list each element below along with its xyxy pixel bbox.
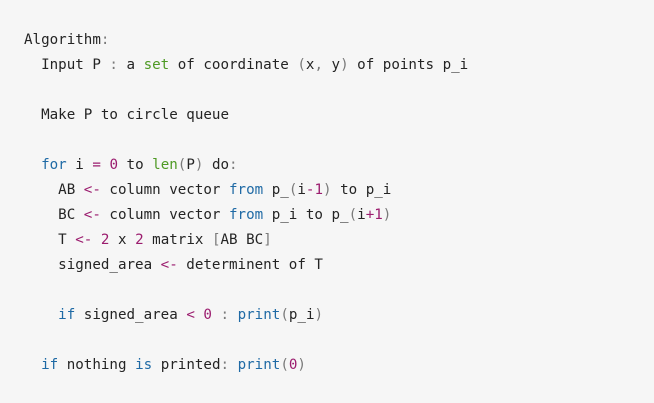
code-line: for i = 0 to len(P) do:: [24, 153, 654, 178]
code-token: p_i to p_: [263, 207, 349, 223]
code-token: <-: [160, 257, 178, 273]
code-token: print: [237, 307, 281, 323]
code-token: of points p_i: [348, 57, 469, 73]
code-token: (: [280, 307, 289, 323]
code-token: (: [288, 182, 298, 198]
code-token: 2: [135, 232, 144, 248]
code-token: BC: [24, 207, 84, 223]
code-token: Make P to circle queue: [24, 107, 229, 123]
code-token: to: [117, 157, 153, 173]
code-token: +: [365, 207, 375, 223]
code-token: ): [194, 157, 204, 173]
code-line: ​: [24, 78, 654, 103]
code-line: AB <- column vector from p_(i-1) to p_i: [24, 178, 654, 203]
code-token: 1: [314, 182, 323, 198]
code-line: BC <- column vector from p_i to p_(i+1): [24, 203, 654, 228]
code-token: [24, 357, 41, 373]
code-token: :: [229, 157, 238, 173]
code-token: ): [297, 357, 306, 373]
code-token: from: [229, 182, 264, 198]
code-token: of coordinate: [169, 57, 298, 73]
code-token: :: [100, 32, 110, 48]
code-line: Input P : a set of coordinate (x, y) of …: [24, 53, 654, 78]
code-line: if nothing is printed: print(0): [24, 353, 654, 378]
code-token: [92, 232, 101, 248]
code-token: p_: [263, 182, 289, 198]
code-token: i: [66, 157, 93, 173]
code-token: (: [297, 57, 306, 73]
code-token: <-: [83, 207, 101, 223]
code-token: len: [152, 157, 178, 173]
code-token: -: [305, 182, 315, 198]
code-token: AB: [24, 182, 84, 198]
code-token: [24, 307, 58, 323]
code-token: ]: [263, 232, 272, 248]
code-token: column vector: [100, 207, 230, 223]
code-line: ​: [24, 278, 654, 303]
code-token: (: [348, 207, 358, 223]
code-token: column vector: [100, 182, 230, 198]
code-token: i: [357, 207, 366, 223]
code-line: ​: [24, 128, 654, 153]
code-token: <-: [83, 182, 101, 198]
code-token: p_i: [288, 307, 315, 323]
code-token: x: [109, 232, 136, 248]
code-token: x: [305, 57, 315, 73]
code-token: =: [92, 157, 101, 173]
code-token: nothing: [58, 357, 136, 373]
code-line: T <- 2 x 2 matrix [AB BC]: [24, 228, 654, 253]
code-token: T: [24, 232, 76, 248]
code-line: Algorithm:: [24, 28, 654, 53]
code-token: AB BC: [220, 232, 264, 248]
code-token: if: [41, 357, 59, 373]
code-token: if: [58, 307, 76, 323]
code-token: [229, 307, 238, 323]
code-token: [24, 157, 41, 173]
code-token: [: [211, 232, 221, 248]
code-token: <: [186, 307, 195, 323]
code-token: ,: [314, 57, 323, 73]
code-line: Make P to circle queue: [24, 103, 654, 128]
code-token: a: [117, 57, 144, 73]
code-token: 2: [100, 232, 110, 248]
code-token: 0: [203, 307, 212, 323]
code-token: 0: [109, 157, 118, 173]
code-token: y: [322, 57, 341, 73]
code-token: (: [280, 357, 289, 373]
code-token: printed: [152, 357, 221, 373]
code-token: is: [135, 357, 153, 373]
code-token: :: [220, 357, 230, 373]
code-token: for: [41, 157, 67, 173]
code-token: signed_area: [24, 257, 161, 273]
code-token: i: [297, 182, 306, 198]
code-token: [229, 357, 238, 373]
code-token: do: [203, 157, 230, 173]
code-token: :: [220, 307, 230, 323]
code-token: print: [237, 357, 281, 373]
code-token: Algorithm: [24, 32, 101, 48]
code-line: ​: [24, 328, 654, 353]
code-token: matrix: [143, 232, 212, 248]
code-token: 0: [288, 357, 298, 373]
code-token: determinent of T: [177, 257, 323, 273]
code-token: [212, 307, 221, 323]
code-token: ): [340, 57, 349, 73]
code-token: P: [186, 157, 195, 173]
code-token: <-: [75, 232, 93, 248]
code-token: ): [382, 207, 392, 223]
code-token: 1: [374, 207, 383, 223]
code-token: :: [109, 57, 118, 73]
code-token: set: [143, 57, 170, 73]
code-token: signed_area: [75, 307, 187, 323]
code-token: from: [229, 207, 264, 223]
code-token: ): [314, 307, 324, 323]
code-token: Input P: [24, 57, 110, 73]
code-token: to p_i: [331, 182, 392, 198]
code-token: ): [323, 182, 332, 198]
code-token: (: [177, 157, 187, 173]
code-line: if signed_area < 0 : print(p_i): [24, 303, 654, 328]
code-line: signed_area <- determinent of T: [24, 253, 654, 278]
